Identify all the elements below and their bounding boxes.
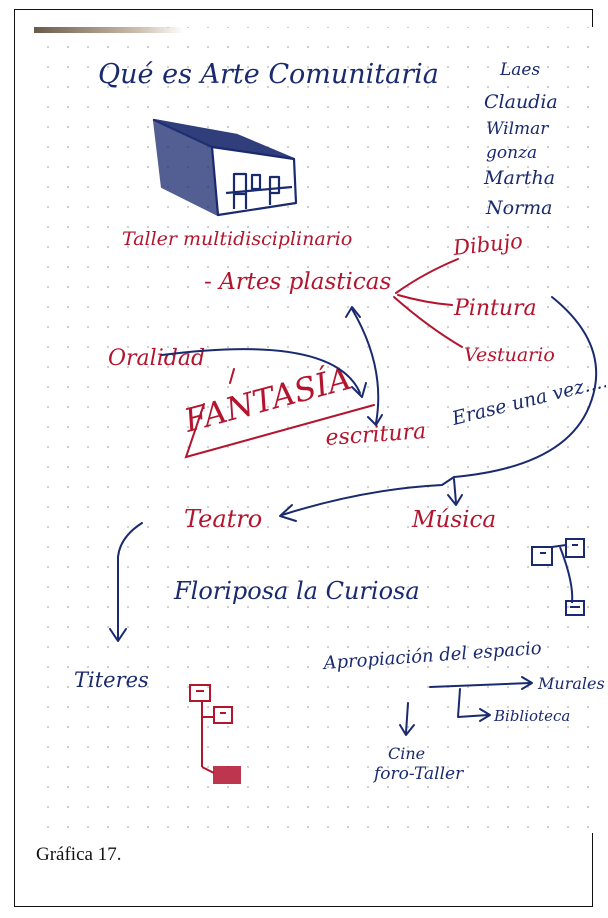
line-to-costume: [393, 296, 463, 348]
line-to-drawing: [395, 258, 459, 294]
library-arrow: [457, 688, 489, 718]
murals-text: Murales: [537, 674, 605, 693]
notebook-page-photo: Qué es Arte Comunitaria Laes Claudia Wil…: [34, 27, 606, 833]
cinema-arrowhead: [399, 724, 415, 736]
painting-text: Pintura: [453, 296, 537, 321]
theatre-puppets-arrow: [117, 522, 143, 640]
notebook-edge-shadow: [34, 27, 184, 33]
line-to-painting: [397, 294, 453, 306]
title-text: Qué es Arte Comunitaria: [98, 59, 439, 90]
cinema-text: Cine: [388, 744, 425, 763]
house-sketch-icon: [152, 118, 298, 217]
workshop-text: Taller multidisciplinario: [122, 228, 352, 250]
name-5: Martha: [483, 167, 555, 189]
puppets-text: Titeres: [74, 668, 149, 692]
cinema-arrow: [405, 702, 409, 734]
name-3: Wilmar: [486, 119, 549, 139]
library-text: Biblioteca: [493, 707, 570, 725]
music-arrow: [453, 478, 457, 504]
space-text: Apropiación del espacio: [321, 638, 543, 674]
painting-theatre-arrow: [281, 296, 598, 516]
name-4: gonza: [486, 143, 537, 163]
arrowhead-up: [345, 306, 361, 318]
theatre-arrowhead: [279, 504, 297, 522]
puppet-doodle-blue-icon: [531, 538, 585, 616]
library-arrowhead: [479, 708, 491, 722]
play-title-text: Floriposa la Curiosa: [173, 577, 420, 605]
plastic-writing-arrow: [351, 308, 380, 424]
orality-arrowhead: [351, 382, 367, 398]
drawing-text: Dibujo: [451, 229, 524, 260]
name-2: Claudia: [484, 91, 558, 113]
figure-caption: Gráfica 17.: [36, 844, 122, 865]
name-1: Laes: [499, 60, 540, 80]
arrowhead-down: [367, 414, 383, 426]
music-text: Música: [411, 507, 496, 533]
murals-arrow: [429, 682, 531, 688]
puppet-doodle-red-icon: [189, 684, 241, 784]
fantasy-accent: [229, 368, 235, 384]
music-arrowhead: [447, 494, 463, 506]
plastic-arts-text: - Artes plasticas: [204, 269, 391, 295]
puppets-arrowhead: [109, 628, 127, 642]
fantasy-underline: [184, 403, 375, 459]
murals-arrowhead: [521, 676, 533, 690]
orality-text: Oralidad: [108, 346, 205, 371]
orality-arrow: [161, 348, 361, 394]
name-6: Norma: [485, 197, 553, 219]
forum-text: foro-Taller: [372, 764, 464, 784]
theatre-text: Teatro: [184, 505, 262, 533]
handwritten-sketch: Qué es Arte Comunitaria Laes Claudia Wil…: [74, 59, 606, 784]
costume-text: Vestuario: [464, 344, 555, 366]
